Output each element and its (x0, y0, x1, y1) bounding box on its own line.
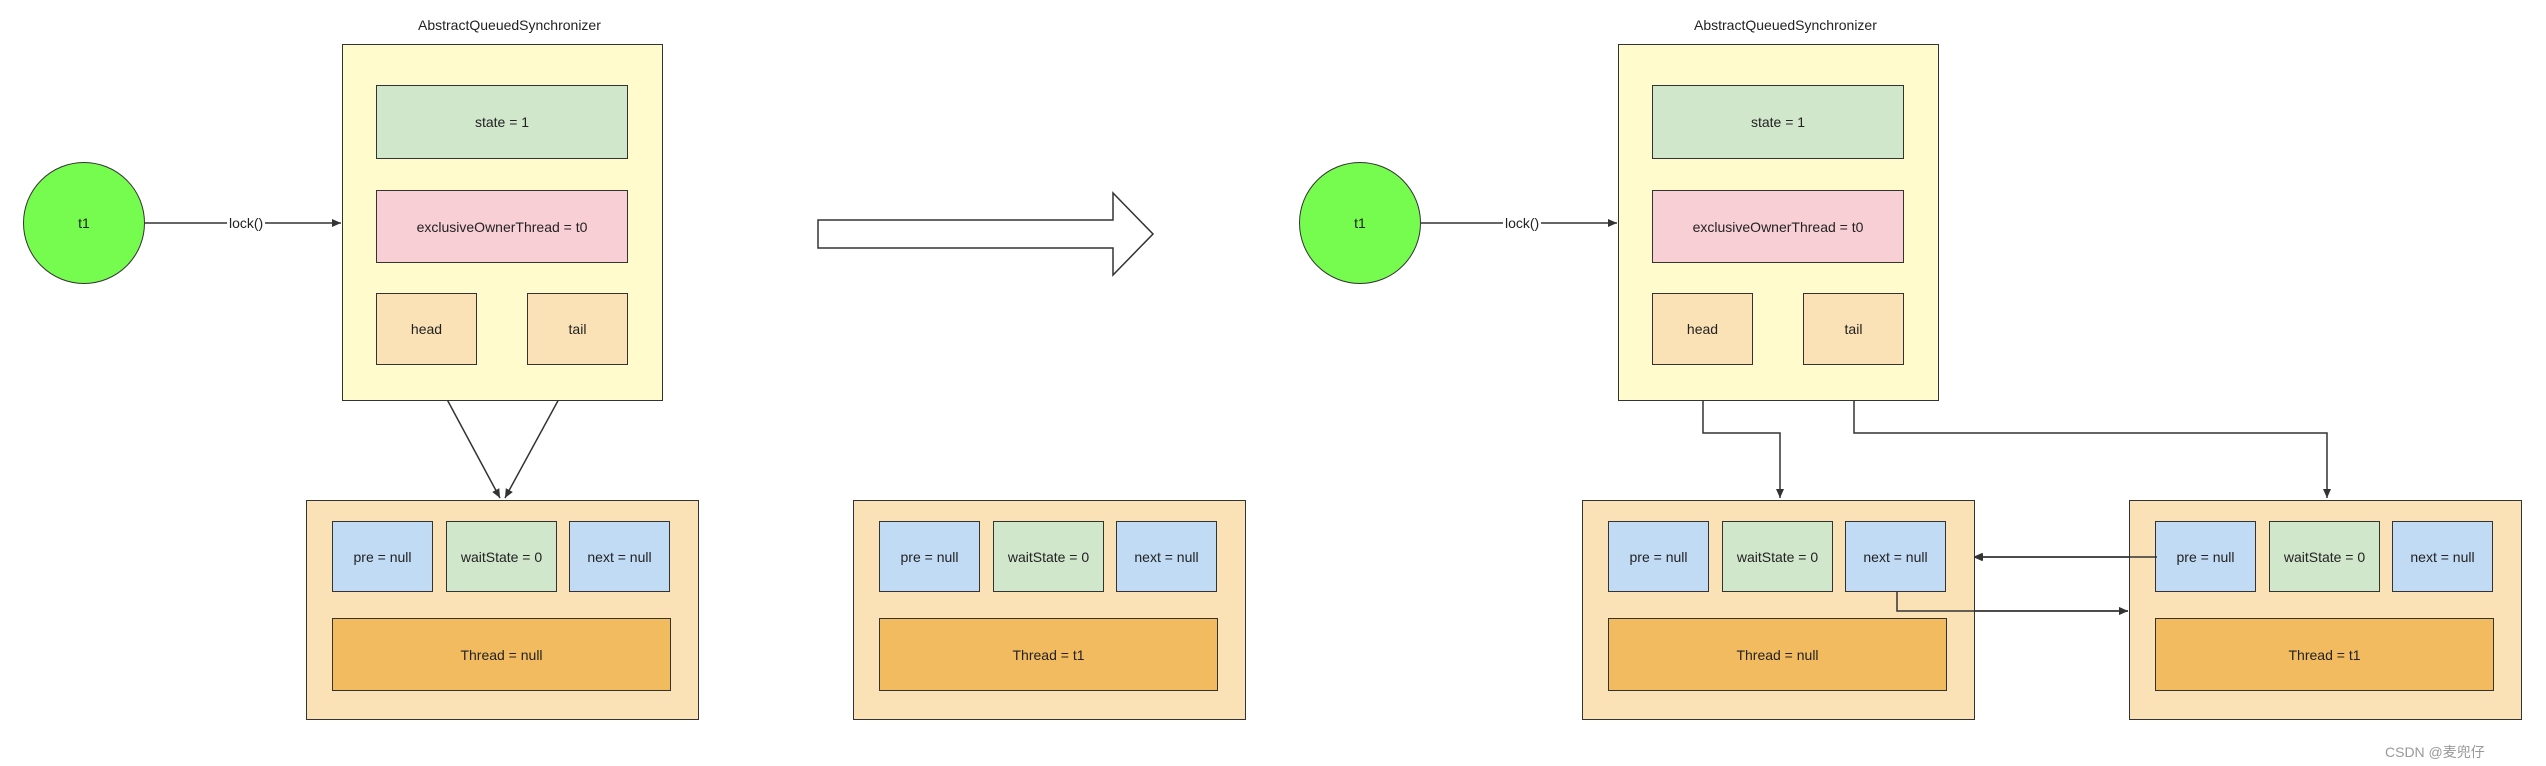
thread-box-new: Thread = t1 (879, 618, 1218, 691)
pre-label: pre = null (900, 548, 959, 565)
pre-label: pre = null (353, 548, 412, 565)
owner-box-right: exclusiveOwnerThread = t0 (1652, 190, 1904, 263)
pre-label: pre = null (2176, 548, 2235, 565)
waitstate-box-node2: waitState = 0 (2269, 521, 2380, 592)
next-box-new: next = null (1116, 521, 1217, 592)
thread-label: Thread = null (460, 646, 543, 663)
tail-label: tail (1844, 321, 1863, 337)
state-label: state = 1 (1750, 114, 1806, 130)
lock-label-left: lock() (227, 215, 266, 231)
thread-box-left: Thread = null (332, 618, 671, 691)
state-box-right: state = 1 (1652, 85, 1904, 159)
waitstate-box-node1: waitState = 0 (1722, 521, 1833, 592)
waitstate-label: waitState = 0 (2283, 548, 2366, 565)
head-label: head (1686, 321, 1719, 337)
watermark: CSDN @麦兜仔 (2385, 744, 2485, 760)
lock-label-right: lock() (1503, 215, 1542, 231)
waitstate-label: waitState = 0 (1736, 548, 1819, 565)
next-box-node2: next = null (2392, 521, 2493, 592)
thread-circle-label: t1 (78, 215, 90, 231)
owner-label: exclusiveOwnerThread = t0 (1692, 218, 1864, 235)
thread-label: Thread = t1 (2288, 646, 2361, 663)
next-label: next = null (1863, 548, 1928, 565)
pre-box-node2: pre = null (2155, 521, 2256, 592)
next-box-left: next = null (569, 521, 670, 592)
owner-box-left: exclusiveOwnerThread = t0 (376, 190, 628, 263)
pre-label: pre = null (1629, 548, 1688, 565)
pre-box-node1: pre = null (1608, 521, 1709, 592)
state-label: state = 1 (474, 114, 530, 130)
head-label: head (410, 321, 443, 337)
thread-label: Thread = t1 (1012, 646, 1085, 663)
tail-box-left: tail (527, 293, 628, 365)
next-label: next = null (1134, 548, 1199, 565)
tail-box-right: tail (1803, 293, 1904, 365)
waitstate-box-left: waitState = 0 (446, 521, 557, 592)
aqs-title-right: AbstractQueuedSynchronizer (1694, 17, 1877, 33)
aqs-title-left: AbstractQueuedSynchronizer (418, 17, 601, 33)
head-box-right: head (1652, 293, 1753, 365)
tail-label: tail (568, 321, 587, 337)
waitstate-label: waitState = 0 (1007, 548, 1090, 565)
next-label: next = null (2410, 548, 2475, 565)
thread-circle-right: t1 (1299, 162, 1421, 284)
thread-circle-label: t1 (1354, 215, 1366, 231)
next-label: next = null (587, 548, 652, 565)
transition-arrow (817, 191, 1155, 277)
thread-circle-left: t1 (23, 162, 145, 284)
state-box-left: state = 1 (376, 85, 628, 159)
pre-box-left: pre = null (332, 521, 433, 592)
thread-box-node2: Thread = t1 (2155, 618, 2494, 691)
head-box-left: head (376, 293, 477, 365)
pre-box-new: pre = null (879, 521, 980, 592)
owner-label: exclusiveOwnerThread = t0 (416, 218, 588, 235)
thread-label: Thread = null (1736, 646, 1819, 663)
next-box-node1: next = null (1845, 521, 1946, 592)
waitstate-label: waitState = 0 (460, 548, 543, 565)
thread-box-node1: Thread = null (1608, 618, 1947, 691)
waitstate-box-new: waitState = 0 (993, 521, 1104, 592)
